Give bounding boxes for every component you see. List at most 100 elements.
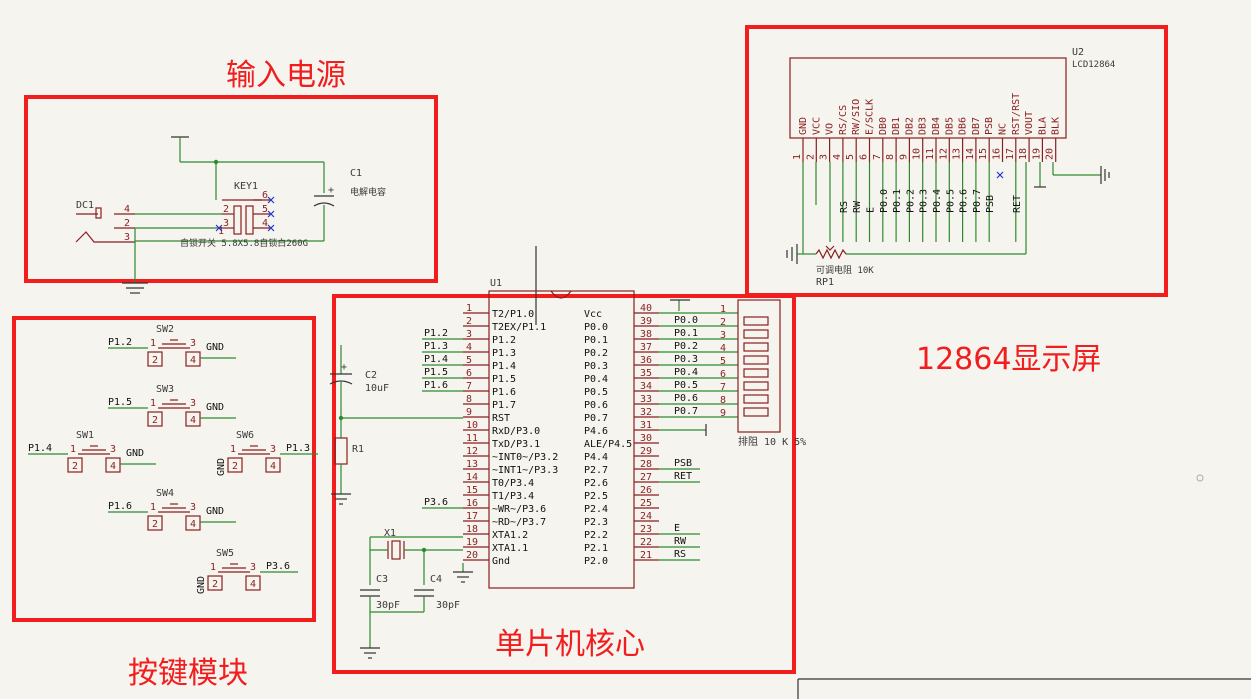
rn-pin-number: 7 (720, 382, 726, 393)
mcu-pin-name: P0.1 (584, 335, 608, 346)
mcu-pin-number: 15 (466, 485, 478, 496)
button-pin: 2 (152, 355, 158, 366)
mcu-net-label: P0.4 (674, 367, 698, 378)
mcu-pin-number: 36 (640, 355, 652, 366)
lcd-pin-number: 18 (1018, 148, 1029, 160)
lcd-net-label: P0.1 (892, 189, 903, 213)
button-pin: 3 (190, 398, 196, 409)
lcd-pin-name: DB5 (944, 117, 955, 135)
mcu-pin-number: 21 (640, 550, 652, 561)
x1-ref: X1 (384, 528, 396, 539)
mcu-pin-name: P4.6 (584, 426, 608, 437)
mcu-pin-name: P0.0 (584, 322, 608, 333)
key1-pin: 5 (262, 204, 268, 215)
mcu-pin-name: Vcc (584, 309, 602, 320)
mcu-pin-name: ~INT0~/P3.2 (492, 452, 558, 463)
section-title-display: 12864显示屏 (916, 342, 1101, 377)
button-pin: 2 (152, 415, 158, 426)
rn-pin-number: 1 (720, 304, 726, 315)
mcu-net-label: P0.2 (674, 341, 698, 352)
button-pin: 1 (150, 502, 156, 513)
lcd-pin-name: DB4 (931, 117, 942, 135)
mcu-pin-number: 5 (466, 355, 472, 366)
button-pin: 3 (190, 338, 196, 349)
c2-ref: C2 (365, 370, 377, 381)
rn-pin-number: 8 (720, 395, 726, 406)
lcd-pin-name: DB1 (891, 117, 902, 135)
button-ref: SW6 (236, 430, 254, 441)
lcd-pin-group: GND1VCC2VO3RS/CS4RSRW/SIO5RWE/SCLK6EDB07… (792, 93, 1062, 242)
lcd-pin-number: 9 (898, 154, 909, 160)
lcd-net-label: P0.4 (932, 189, 943, 213)
lcd-net-label: E (866, 207, 877, 213)
mcu-net-label: E (674, 523, 680, 534)
c1-plus: + (328, 185, 334, 196)
dc1-ref: DC1 (76, 200, 94, 211)
mcu-pin-number: 39 (640, 316, 652, 327)
resistor-network (737, 299, 781, 433)
lcd-net-label: PSB (985, 195, 996, 213)
button-ref: SW3 (156, 384, 174, 395)
lcd-pin-number: 16 (992, 148, 1003, 160)
mcu-pin-number: 40 (640, 303, 652, 314)
button-pin: 1 (70, 444, 76, 455)
rn-desc: 排阻 10 K 5% (738, 435, 806, 448)
lcd-pin-name: BLA (1037, 117, 1048, 135)
mcu-pin-number: 31 (640, 420, 652, 431)
rn-pin-number: 6 (720, 369, 726, 380)
c3-ref: C3 (376, 574, 388, 585)
mcu-pin-number: 20 (466, 550, 478, 561)
mcu-pin-name: P1.7 (492, 400, 516, 411)
mcu-pin-name: P0.2 (584, 348, 608, 359)
button-pin: 4 (110, 461, 116, 472)
mcu-pin-number: 29 (640, 446, 652, 457)
lcd-pin-number: 14 (965, 148, 976, 160)
button-gnd-label: GND (196, 576, 207, 594)
mcu-pin-name: ~RD~/P3.7 (492, 517, 546, 528)
mcu-net-label: RET (674, 471, 692, 482)
button-net-label: P1.2 (108, 337, 132, 348)
power-circuit: + C1 电解电容 DC1 4 2 3 KEY1 2 3 4 5 (75, 136, 386, 294)
mcu-pin-name: P0.5 (584, 387, 608, 398)
rn-pin-number: 2 (720, 317, 726, 328)
mcu-pin-number: 25 (640, 498, 652, 509)
lcd-pin-number: 8 (885, 154, 896, 160)
mcu-pin-name: ~WR~/P3.6 (492, 504, 546, 515)
button-net-label: P1.5 (108, 397, 132, 408)
mcu-pin-number: 33 (640, 394, 652, 405)
mcu-pin-name: P1.2 (492, 335, 516, 346)
button-gnd-label: GND (206, 342, 224, 353)
rn-resistor (743, 316, 769, 326)
mcu-pin-number: 17 (466, 511, 478, 522)
lcd-pin-number: 2 (805, 154, 816, 160)
dc1-pin: 3 (124, 232, 130, 243)
mcu-pin-number: 12 (466, 446, 478, 457)
mcu-net-label: P1.5 (424, 367, 448, 378)
key1-pin: 3 (223, 218, 229, 229)
buttons-section-box (12, 316, 316, 622)
key1-ref: KEY1 (234, 181, 258, 192)
lcd-pin-number: 17 (1005, 148, 1016, 160)
lcd-pin-name: RST/RST (1011, 93, 1022, 135)
button-ref: SW1 (76, 430, 94, 441)
mcu-pin-number: 9 (466, 407, 472, 418)
mcu-net-label: P0.6 (674, 393, 698, 404)
key1-pin: 1 (218, 226, 224, 237)
mcu-pin-number: 28 (640, 459, 652, 470)
rn-resistor (743, 342, 769, 352)
rn-pin-number: 3 (720, 330, 726, 341)
lcd-pin-number: 10 (912, 148, 923, 160)
mcu-pin-number: 13 (466, 459, 478, 470)
lcd-pin-number: 6 (859, 154, 870, 160)
mcu-pin-number: 1 (466, 303, 472, 314)
button-pin: 3 (110, 444, 116, 455)
sheet-marker (1196, 474, 1204, 482)
button-pin: 2 (152, 519, 158, 530)
button-pin: 1 (230, 444, 236, 455)
lcd-pin-number: 15 (978, 148, 989, 160)
